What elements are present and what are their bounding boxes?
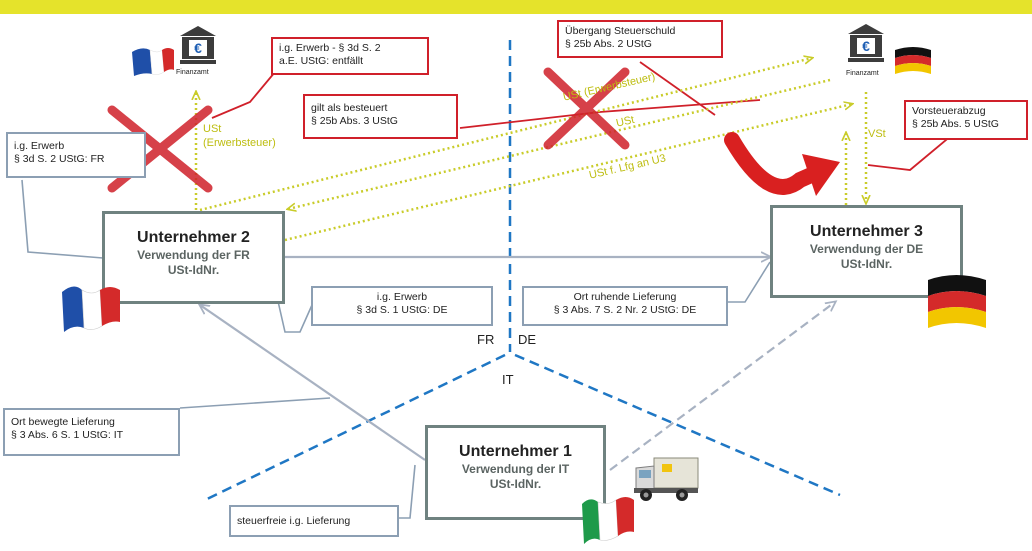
callout-erwerb-entfaellt-line1: i.g. Erwerb - § 3d S. 2 (279, 42, 381, 54)
entity-unternehmer-3: Unternehmer 3 Verwendung der DE USt-IdNr… (770, 205, 963, 298)
callout-uebergang-line2: § 25b Abs. 2 UStG (565, 38, 652, 50)
callout-ruhende-line1: Ort ruhende Lieferung (573, 291, 677, 303)
entity-u3-line2: USt-IdNr. (840, 257, 893, 271)
entity-u2-line1: Verwendung der FR (137, 248, 250, 262)
connector-erwerb-entfaellt (211, 71, 276, 119)
arrow-u1-u3-dashed (609, 302, 835, 471)
callout-erwerb-de-line1: i.g. Erwerb (376, 291, 428, 303)
callout-vorsteuer-line1: Vorsteuerabzug (912, 105, 986, 117)
callout-erwerb-entfaellt-line2: a.E. UStG: entfällt (279, 55, 364, 67)
connector-steuerfrei (398, 464, 416, 519)
label-vst: VSt (868, 128, 886, 140)
flag-fr-icon (58, 282, 124, 339)
entity-u3-title: Unternehmer 3 (810, 223, 923, 240)
callout-vorsteuer: Vorsteuerabzug § 25b Abs. 5 UStG (904, 100, 1028, 140)
connector-uebergang (639, 61, 716, 116)
flag-fr-small-icon (130, 46, 176, 81)
border-de-it (514, 353, 841, 497)
bank-icon-de: € (846, 22, 886, 64)
callout-erwerb-fr-line2: § 3d S. 2 UStG: FR (14, 153, 105, 165)
entity-u2-line2: USt-IdNr. (167, 263, 220, 277)
entity-unternehmer-2: Unternehmer 2 Verwendung der FR USt-IdNr… (102, 211, 285, 304)
callout-erwerb-fr-line1: i.g. Erwerb (14, 140, 65, 152)
truck-icon (632, 452, 700, 509)
callout-uebergang-line1: Übergang Steuerschuld (565, 25, 676, 37)
entity-u2-title: Unternehmer 2 (137, 229, 250, 246)
callout-besteuert: gilt als besteuert § 25b Abs. 3 UStG (303, 94, 458, 139)
callout-bewegte-line2: § 3 Abs. 6 S. 1 UStG: IT (11, 429, 124, 441)
connector-ruhende (728, 261, 771, 303)
tax-office-label-de: Finanzamt (846, 70, 879, 77)
entity-u3-line1: Verwendung der DE (809, 242, 924, 256)
connector-bewegte (179, 397, 331, 409)
flow-u2-to-de-crossed (199, 58, 812, 212)
svg-text:€: € (194, 40, 202, 56)
header-bar (0, 0, 1032, 14)
connector-besteuert (459, 99, 761, 129)
callout-uebergang: Übergang Steuerschuld § 25b Abs. 2 UStG (557, 20, 723, 58)
connector-erwerb-fr (21, 179, 104, 259)
callout-besteuert-line1: gilt als besteuert (311, 102, 388, 114)
region-label-it: IT (502, 372, 514, 387)
callout-ruhende-lieferung: Ort ruhende Lieferung § 3 Abs. 7 S. 2 Nr… (522, 286, 728, 326)
callout-besteuert-line2: § 25b Abs. 3 UStG (311, 115, 398, 127)
callout-steuerfrei-lieferung: steuerfreie i.g. Lieferung (229, 505, 399, 537)
entity-u1-line1: Verwendung der IT (461, 462, 570, 476)
entity-u1-line2: USt-IdNr. (489, 477, 542, 491)
entity-u1-title: Unternehmer 1 (459, 443, 572, 460)
cross-de-erwerb (543, 67, 630, 150)
svg-text:€: € (862, 38, 870, 54)
callout-erwerb-entfaellt: i.g. Erwerb - § 3d S. 2 a.E. UStG: entfä… (271, 37, 429, 75)
flag-de-icon (922, 268, 992, 343)
steuerschuld-arrowhead (802, 154, 840, 196)
callout-erwerb-fr: i.g. Erwerb § 3d S. 2 UStG: FR (6, 132, 146, 178)
flag-de-small-icon (893, 46, 933, 81)
bank-icon-fr: € (178, 24, 218, 66)
entity-unternehmer-1: Unternehmer 1 Verwendung der IT USt-IdNr… (425, 425, 606, 520)
callout-erwerb-de-line2: § 3d S. 1 UStG: DE (356, 304, 448, 316)
steuerschuld-arrow (724, 132, 826, 195)
callout-vorsteuer-line2: § 25b Abs. 5 UStG (912, 118, 999, 130)
arrow-u1-u2 (200, 305, 426, 461)
flow-u2-to-de-lfg (284, 104, 852, 242)
callout-bewegte-line1: Ort bewegte Lieferung (11, 416, 115, 428)
callout-erwerb-de: i.g. Erwerb § 3d S. 1 UStG: DE (311, 286, 493, 326)
callout-steuerfrei-line1: steuerfreie i.g. Lieferung (237, 515, 351, 527)
tax-office-label-fr: Finanzamt (176, 69, 209, 76)
region-label-fr: FR (477, 332, 495, 347)
callout-bewegte-lieferung: Ort bewegte Lieferung § 3 Abs. 6 S. 1 US… (3, 408, 180, 456)
border-fr-it (204, 353, 506, 502)
region-label-de: DE (518, 332, 537, 347)
label-erwerbsteuer-fr: (Erwerbsteuer) (203, 137, 276, 149)
label-ust-fr: USt (203, 123, 222, 135)
callout-ruhende-line2: § 3 Abs. 7 S. 2 Nr. 2 UStG: DE (553, 304, 697, 316)
flag-it-icon (578, 490, 638, 551)
